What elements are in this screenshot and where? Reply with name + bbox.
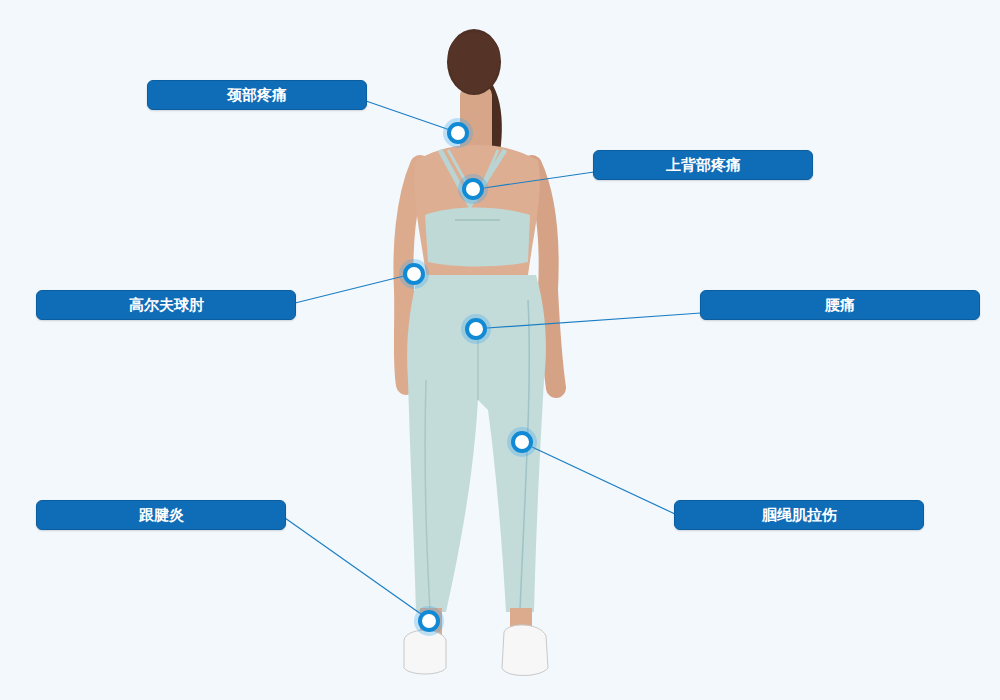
callout-text: 腰痛 [825, 296, 855, 314]
callout-text: 高尔夫球肘 [129, 296, 204, 314]
callout-text: 颈部疼痛 [227, 86, 287, 104]
callout-text: 上背部疼痛 [666, 156, 741, 174]
callout-label: 腘绳肌拉伤 [674, 500, 924, 530]
callout-label: 上背部疼痛 [593, 150, 813, 180]
callout-label: 跟腱炎 [36, 500, 286, 530]
callout-label: 颈部疼痛 [147, 80, 367, 110]
callout-text: 腘绳肌拉伤 [762, 506, 837, 524]
callout-label: 高尔夫球肘 [36, 290, 296, 320]
figure [403, 29, 556, 676]
pain-markers [399, 118, 537, 636]
callout-text: 跟腱炎 [139, 506, 184, 524]
callout-label: 腰痛 [700, 290, 980, 320]
